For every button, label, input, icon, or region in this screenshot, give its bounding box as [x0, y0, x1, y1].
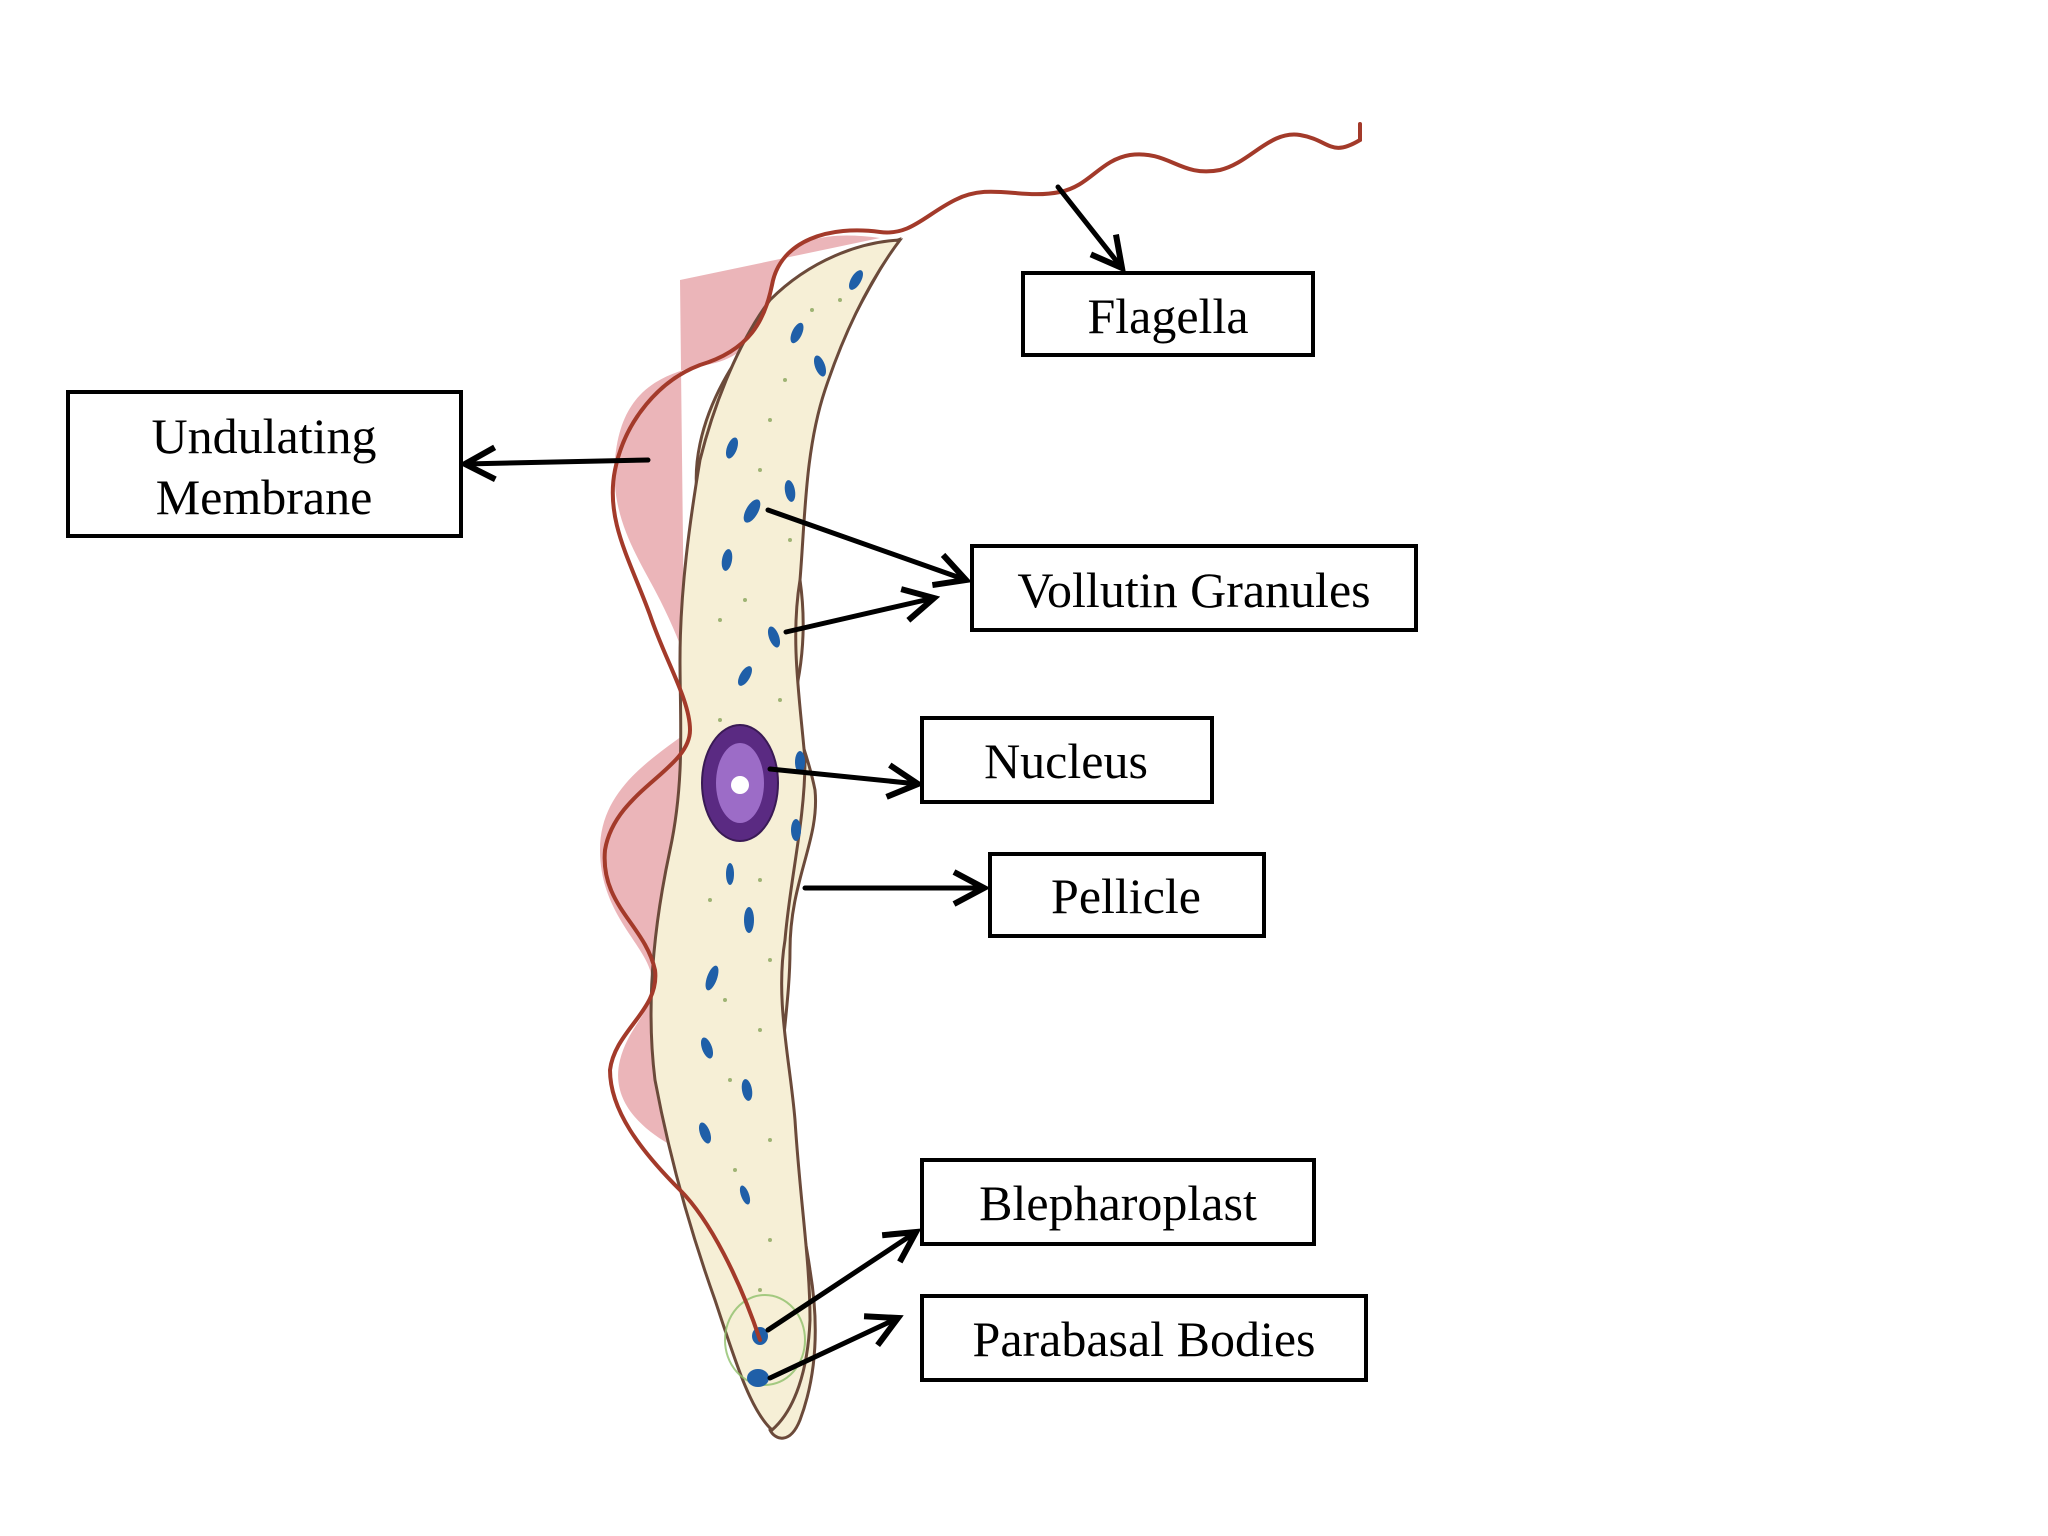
- cell-body-outline: [649, 238, 904, 1433]
- arrow-blepharoplast: [765, 1232, 916, 1333]
- parabasal-dot: [747, 1369, 769, 1387]
- label-undulating-membrane: Undulating Membrane: [66, 390, 463, 538]
- arrow-nucleus: [767, 769, 918, 784]
- arrow-vollutin-granules-1: [765, 507, 966, 580]
- arrow-undulating-membrane: [465, 460, 651, 464]
- vollutin-granules-text: Vollutin Granules: [1017, 562, 1370, 618]
- arrow-parabasal-bodies: [767, 1318, 898, 1381]
- arrow-flagella: [1055, 184, 1122, 268]
- label-pellicle: Pellicle: [988, 852, 1266, 938]
- label-vollutin-granules: Vollutin Granules: [970, 544, 1418, 632]
- flagella-text: Flagella: [1087, 288, 1248, 344]
- undulating-membrane-text-1: Undulating: [152, 408, 377, 464]
- nucleolus: [731, 776, 749, 794]
- nucleus-text: Nucleus: [984, 733, 1148, 789]
- label-parabasal-bodies: Parabasal Bodies: [920, 1294, 1368, 1382]
- label-blepharoplast: Blepharoplast: [920, 1158, 1316, 1246]
- label-nucleus: Nucleus: [920, 716, 1214, 804]
- arrow-vollutin-granules-2: [783, 598, 934, 635]
- label-flagella: Flagella: [1021, 271, 1315, 357]
- parabasal-bodies-text: Parabasal Bodies: [973, 1311, 1316, 1367]
- undulating-membrane-text-2: Membrane: [156, 469, 373, 525]
- blepharoplast-text: Blepharoplast: [979, 1175, 1257, 1231]
- vollutin-granules: [698, 270, 863, 1205]
- cytoplasm-dots: [708, 298, 842, 1292]
- basal-region: [724, 1294, 806, 1386]
- pellicle-text: Pellicle: [1051, 868, 1201, 924]
- flagellum: [602, 122, 1362, 1342]
